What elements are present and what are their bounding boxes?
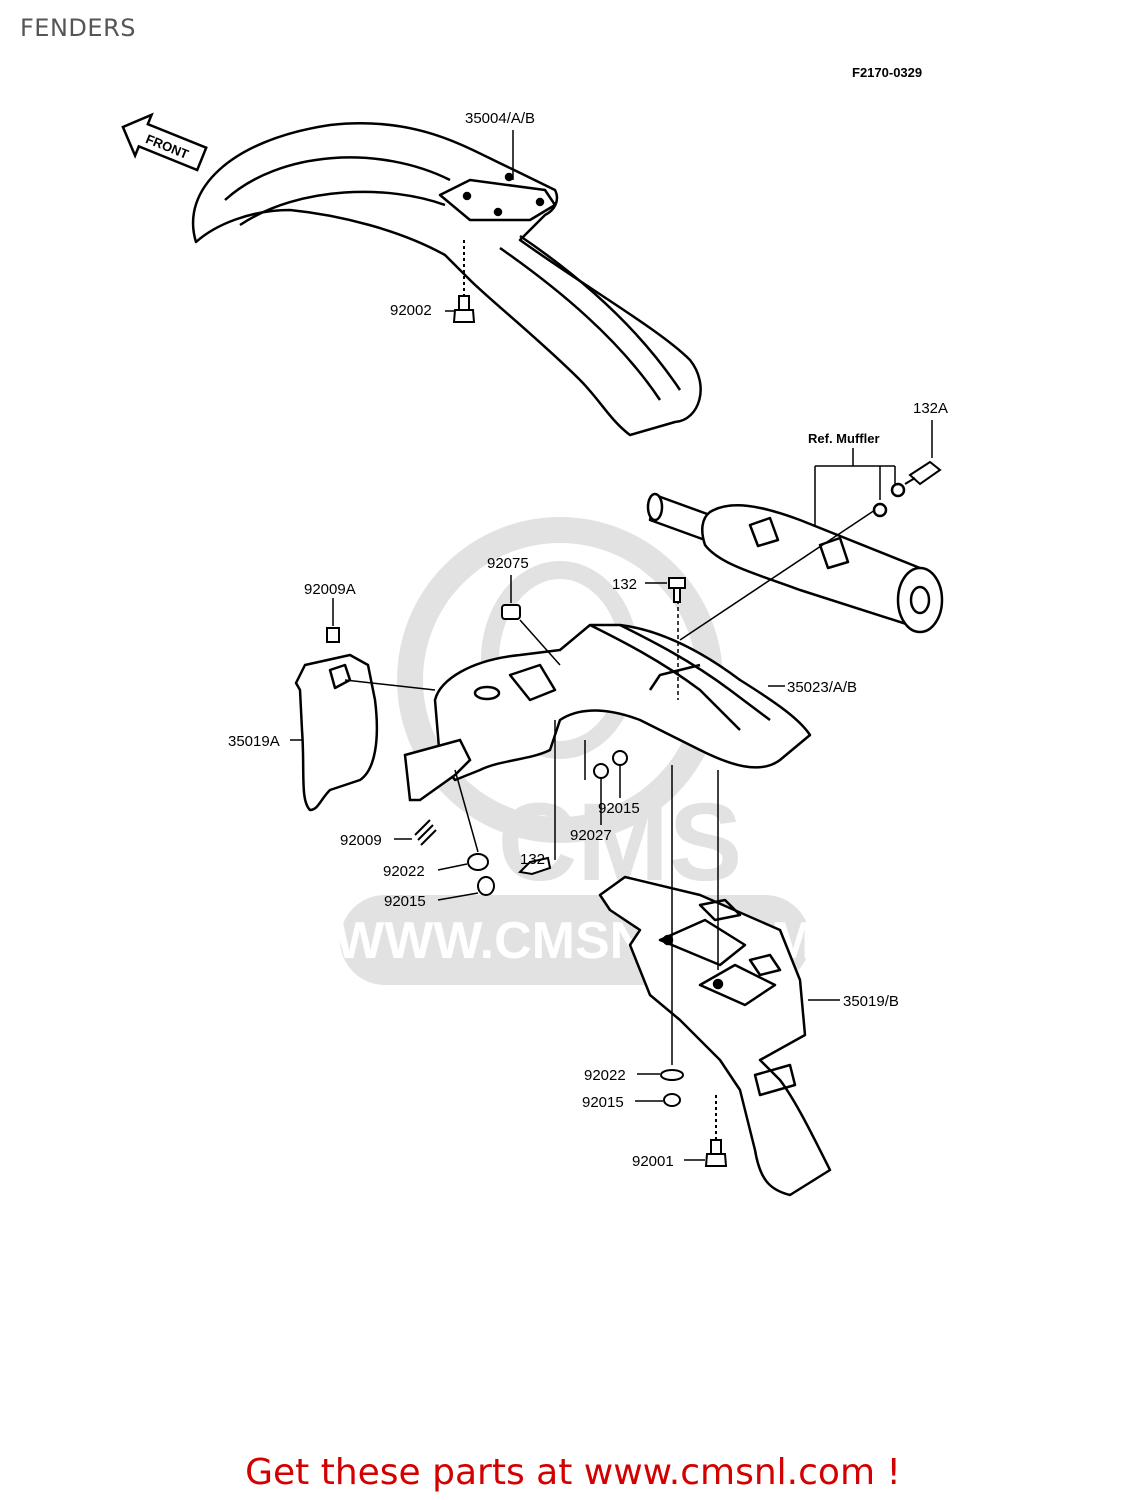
label-92015-mid: 92015: [598, 800, 640, 817]
footer-promo-link[interactable]: Get these parts at www.cmsnl.com !: [245, 1452, 901, 1493]
bolt-92009A: [326, 598, 340, 643]
nut-92015-bottom: [663, 1093, 681, 1107]
page-title: FENDERS: [20, 14, 136, 42]
ref-muffler-bracket: [814, 448, 896, 525]
label-92001: 92001: [632, 1153, 674, 1170]
label-35019A: 35019A: [228, 733, 280, 750]
washer-92022-left: [454, 769, 489, 871]
label-35004: 35004/A/B: [465, 110, 535, 127]
front-fender: [191, 122, 702, 437]
muffler: [646, 482, 944, 634]
label-92022-left: 92022: [383, 863, 425, 880]
bolt-92001: [704, 1095, 728, 1167]
spring-92009: [414, 819, 437, 846]
rear-fender: [433, 623, 812, 782]
label-92015-bottom: 92015: [582, 1094, 624, 1111]
label-92009A: 92009A: [304, 581, 356, 598]
label-132A: 132A: [913, 400, 948, 417]
front-arrow: FRONT: [121, 112, 208, 172]
bolt-132-mid: [517, 720, 556, 876]
label-92022-bottom: 92022: [584, 1067, 626, 1084]
rear-flap-35019B: [598, 875, 832, 1197]
label-132-mid: 132: [520, 851, 545, 868]
label-132-top: 132: [612, 576, 637, 593]
label-92015-left: 92015: [384, 893, 426, 910]
leader-lines: [290, 310, 705, 1161]
flap-35019A: [294, 653, 436, 812]
label-92027: 92027: [570, 827, 612, 844]
washer-92022-bottom: [660, 1069, 684, 1081]
nut-92015-left: [477, 876, 495, 896]
label-92075: 92075: [487, 555, 529, 572]
bolt-132-top: [668, 577, 686, 603]
label-ref-muffler: Ref. Muffler: [808, 431, 880, 446]
diagram-code: F2170-0329: [852, 65, 922, 80]
label-92009: 92009: [340, 832, 382, 849]
muffler-link: [679, 509, 876, 641]
bolt-132A: [904, 420, 942, 486]
label-35023: 35023/A/B: [787, 679, 857, 696]
label-35019B: 35019/B: [843, 993, 899, 1010]
nut-92015-mid: [612, 750, 628, 766]
bolt-92002: [452, 240, 476, 323]
grommet-92075: [501, 575, 561, 666]
left-bracket: [403, 738, 472, 802]
label-92002: 92002: [390, 302, 432, 319]
